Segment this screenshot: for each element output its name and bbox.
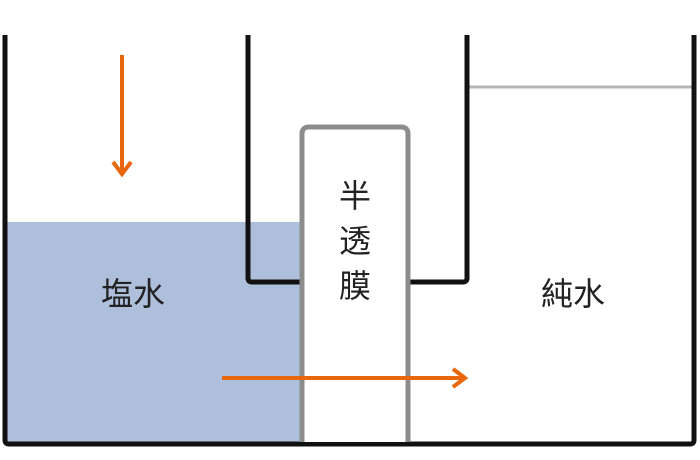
membrane-label-char-1: 半 (339, 177, 371, 215)
membrane-label-char-2: 透 (339, 222, 371, 260)
semipermeable-membrane (299, 124, 411, 442)
outer-container (2, 35, 697, 447)
pure-water-label: 純水 (541, 275, 605, 313)
membrane-label-char-3: 膜 (339, 267, 371, 305)
salt-water-fill (6, 222, 304, 442)
salt-water-label: 塩水 (101, 275, 165, 313)
pressure-arrow-down (111, 55, 133, 178)
flow-arrow-right (222, 367, 469, 389)
